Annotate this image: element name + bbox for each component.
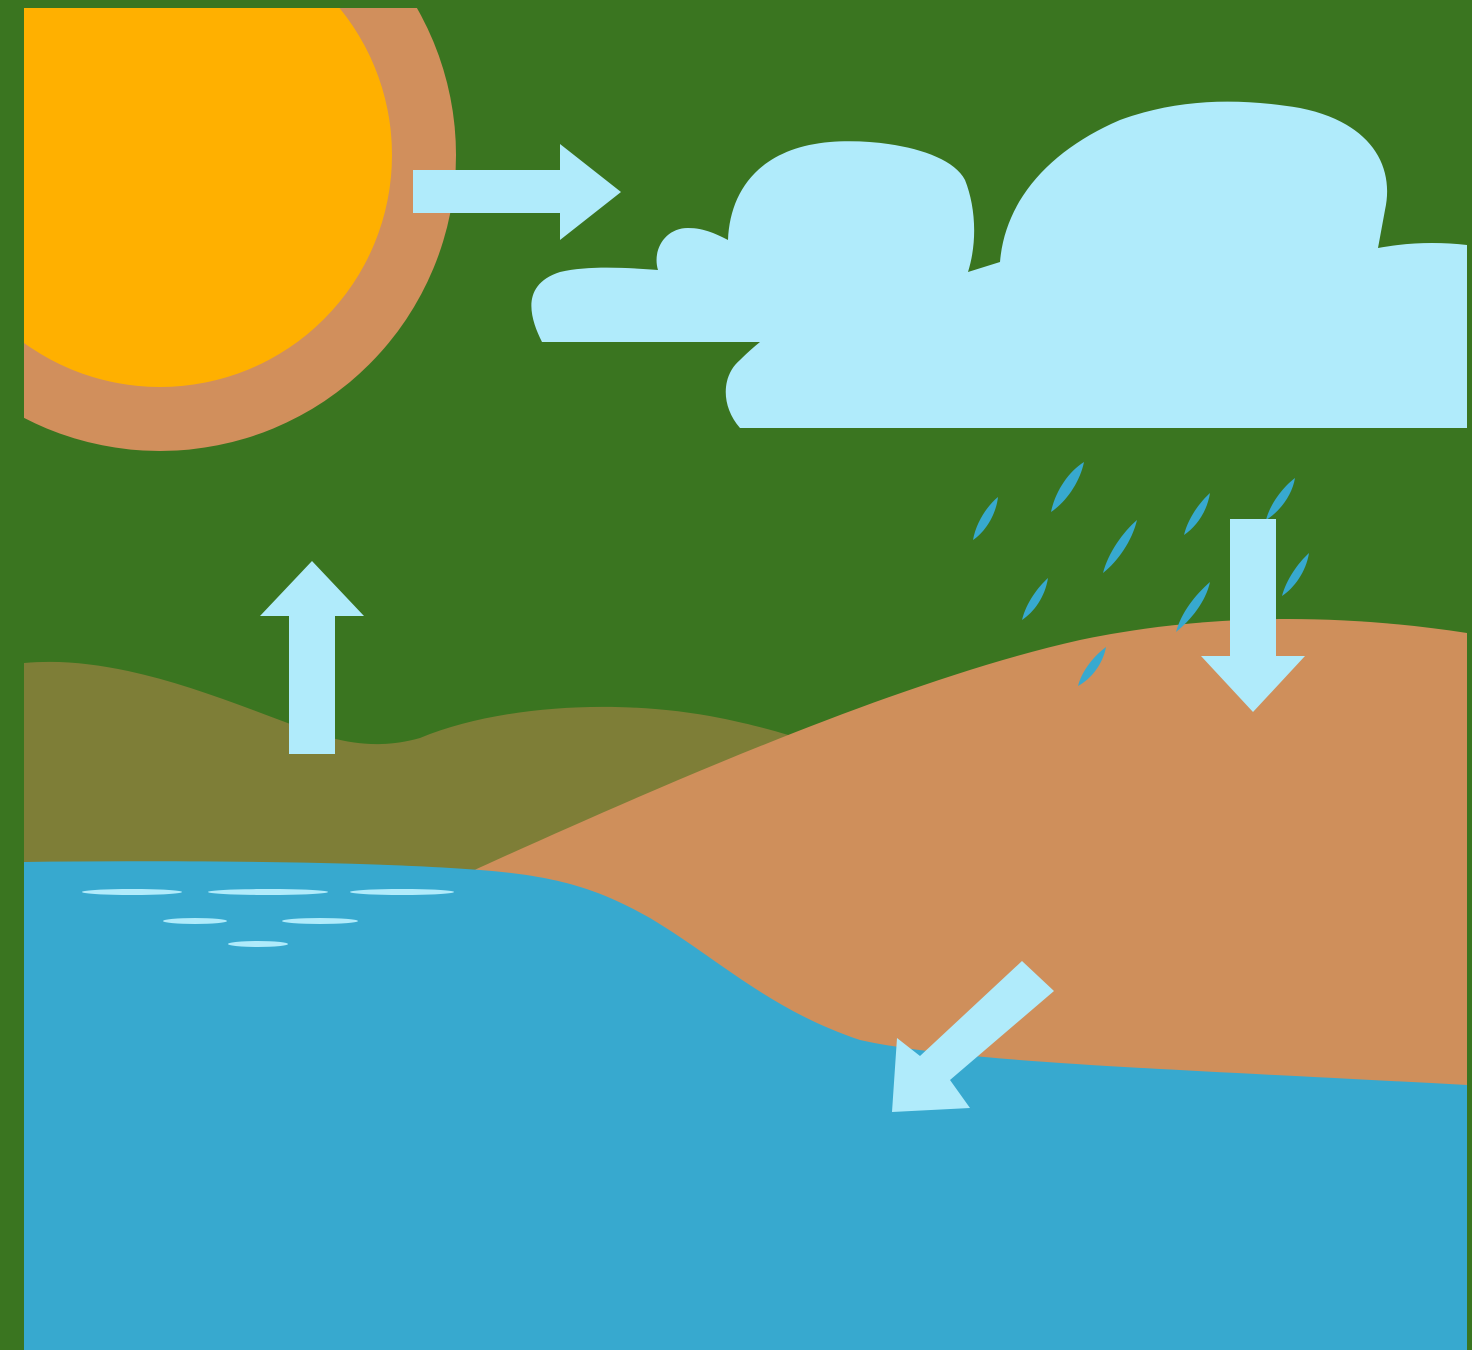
- runoff-arrow-icon: [892, 961, 1054, 1112]
- water-ripples: [82, 889, 454, 947]
- water-body: [24, 861, 1467, 1350]
- precipitation-arrow-icon: [1201, 519, 1305, 712]
- rain-icon: [973, 462, 1309, 686]
- evaporation-arrow-icon: [260, 561, 364, 754]
- condensation-arrow-icon: [413, 144, 621, 240]
- cloud-icon: [531, 101, 1467, 428]
- sun-icon: [24, 8, 456, 451]
